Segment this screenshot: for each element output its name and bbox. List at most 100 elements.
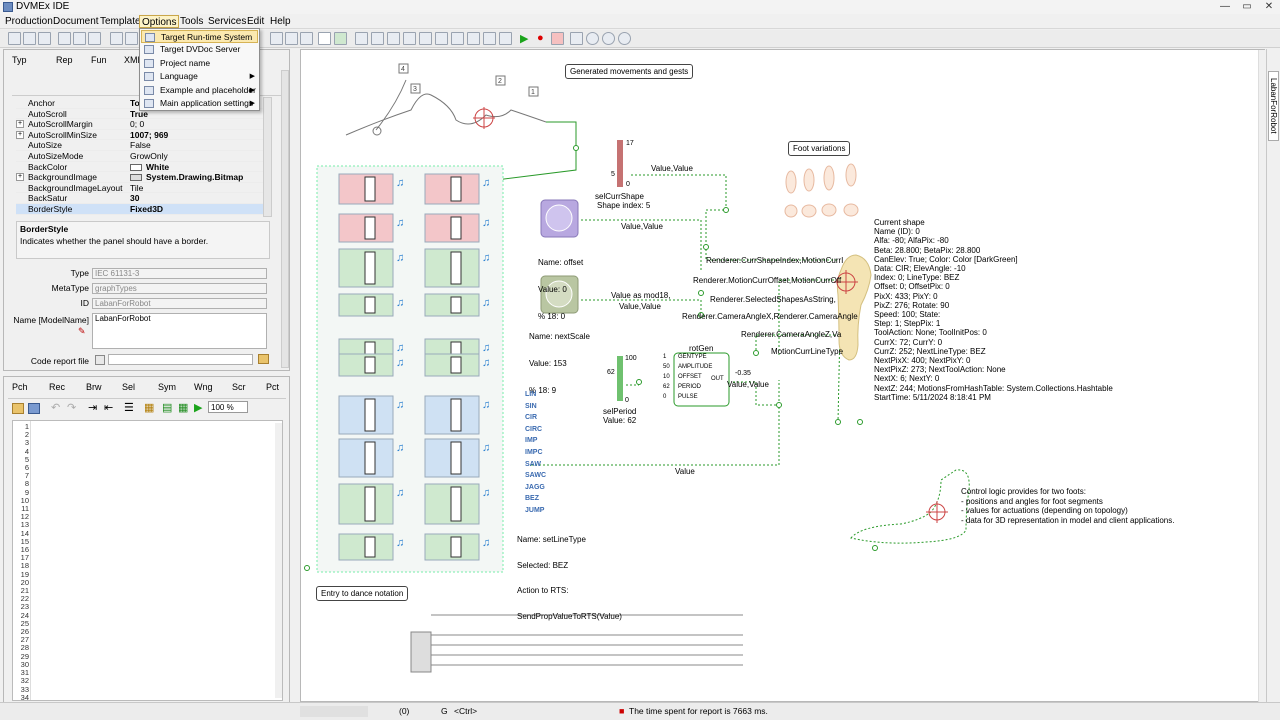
property-value[interactable]: White — [130, 162, 169, 173]
property-value[interactable]: 1007; 969 — [130, 130, 168, 141]
script-tab[interactable]: Wng — [194, 382, 213, 392]
copy-icon[interactable] — [73, 32, 86, 45]
tab-xml[interactable]: XML — [124, 55, 143, 65]
line-type-option[interactable]: JAGG — [525, 483, 545, 491]
tool11-icon[interactable] — [570, 32, 583, 45]
options-menu-item[interactable]: Example and placeholder▶ — [141, 84, 258, 97]
stop-report-icon[interactable] — [551, 32, 564, 45]
grid-icon[interactable] — [110, 32, 123, 45]
open-script-icon[interactable] — [12, 403, 24, 414]
align-icon[interactable] — [270, 32, 283, 45]
rotgen-block[interactable] — [673, 352, 730, 407]
diagram-canvas[interactable]: 4 3 2 1 ♫♫♫♫♫♫♫♫♫♫♫♫♫♫♫♫♫♫♫♫ — [300, 49, 1265, 702]
expand-icon[interactable]: + — [16, 173, 24, 182]
script-tab[interactable]: Rec — [49, 382, 66, 392]
table-icon[interactable]: ▤ — [162, 402, 173, 414]
list-icon[interactable]: ☰ — [124, 402, 134, 414]
hierarchy-icon[interactable] — [300, 32, 313, 45]
menu-production[interactable]: Production — [5, 16, 53, 27]
property-value[interactable]: To — [130, 98, 140, 109]
outdent-icon[interactable]: ⇤ — [104, 402, 114, 414]
tool5-icon[interactable] — [419, 32, 432, 45]
property-value[interactable]: Tile — [130, 183, 143, 194]
line-type-option[interactable]: IMP — [525, 437, 538, 445]
line-type-option[interactable]: JUMP — [525, 507, 545, 514]
pointer-icon[interactable] — [318, 32, 331, 45]
minimize-button[interactable]: — — [1220, 1, 1230, 12]
options-menu-item[interactable]: Language▶ — [141, 70, 258, 83]
open-icon[interactable] — [23, 32, 36, 45]
tool6-icon[interactable] — [435, 32, 448, 45]
tool7-icon[interactable] — [451, 32, 464, 45]
editor-scrollbar[interactable] — [275, 423, 282, 698]
tab-rep[interactable]: Rep — [56, 55, 73, 65]
options-menu-item[interactable]: Target Run-time System — [141, 30, 258, 43]
property-scrollbar[interactable] — [263, 97, 272, 217]
property-value[interactable]: 30 — [130, 193, 139, 204]
indent-icon[interactable]: ⇥ — [88, 402, 98, 414]
run-script-icon[interactable]: ▶ — [194, 402, 203, 414]
property-value[interactable]: 0; 0 — [130, 119, 144, 130]
new-icon[interactable] — [8, 32, 21, 45]
script-tab[interactable]: Brw — [86, 382, 102, 392]
line-type-option[interactable]: SIN — [525, 402, 537, 410]
select-icon[interactable] — [334, 32, 347, 45]
property-value[interactable]: GrowOnly — [130, 151, 168, 162]
expand-icon[interactable]: + — [16, 130, 24, 139]
line-type-option[interactable]: CIR — [525, 414, 538, 422]
tool1-icon[interactable] — [355, 32, 368, 45]
menu-tools[interactable]: Tools — [180, 16, 204, 27]
metatype-field[interactable]: graphTypes — [92, 283, 267, 294]
line-type-option[interactable]: IMPC — [525, 449, 543, 456]
save-icon[interactable] — [38, 32, 51, 45]
property-value[interactable]: Fixed3D — [130, 204, 163, 215]
tool3-icon[interactable] — [387, 32, 400, 45]
property-value[interactable]: False — [130, 140, 151, 151]
line-type-option[interactable]: LIN — [525, 391, 537, 398]
period-slider[interactable] — [617, 356, 623, 401]
stop-icon[interactable]: ● — [537, 32, 544, 44]
tool14-icon[interactable] — [618, 32, 631, 45]
paste-icon[interactable] — [88, 32, 101, 45]
tool8-icon[interactable] — [467, 32, 480, 45]
script-tab[interactable]: Pch — [12, 382, 28, 392]
tool12-icon[interactable] — [586, 32, 599, 45]
expand-icon[interactable]: + — [16, 120, 24, 129]
code-report-field[interactable] — [108, 354, 253, 365]
run-icon[interactable]: ▶ — [520, 33, 529, 45]
redo-icon[interactable]: ↷ — [67, 402, 77, 414]
tool9-icon[interactable] — [483, 32, 496, 45]
property-value[interactable]: System.Drawing.Bitmap — [130, 172, 243, 183]
maximize-button[interactable]: ▭ — [1242, 1, 1252, 12]
options-menu-item[interactable]: Target DVDoc Server — [141, 43, 258, 56]
tool10-icon[interactable] — [499, 32, 512, 45]
script-tab[interactable]: Sym — [158, 382, 176, 392]
menu-edit[interactable]: Edit — [247, 16, 265, 27]
line-type-option[interactable]: BEZ — [525, 495, 539, 503]
tab-fun[interactable]: Fun — [91, 55, 107, 65]
name-field[interactable]: LabanForRobot — [92, 313, 267, 349]
line-type-option[interactable]: CIRC — [525, 425, 543, 433]
folder-icon[interactable] — [258, 354, 269, 364]
layout-icon[interactable] — [125, 32, 138, 45]
undo-icon[interactable]: ↶ — [51, 402, 61, 414]
options-menu-item[interactable]: Main application settings▶ — [141, 97, 258, 110]
edit-pencil-icon[interactable]: ✎ — [78, 326, 86, 336]
tab-typ[interactable]: Typ — [12, 55, 27, 65]
close-button[interactable]: ✕ — [1264, 1, 1274, 12]
save-script-icon[interactable] — [28, 403, 40, 414]
grid-view-icon[interactable]: ▦ — [144, 402, 155, 414]
id-field[interactable]: LabanForRobot — [92, 298, 267, 309]
panel-scrollbar[interactable] — [281, 70, 289, 368]
options-menu-item[interactable]: Project name — [141, 57, 258, 70]
line-type-option[interactable]: SAWC — [525, 472, 546, 480]
